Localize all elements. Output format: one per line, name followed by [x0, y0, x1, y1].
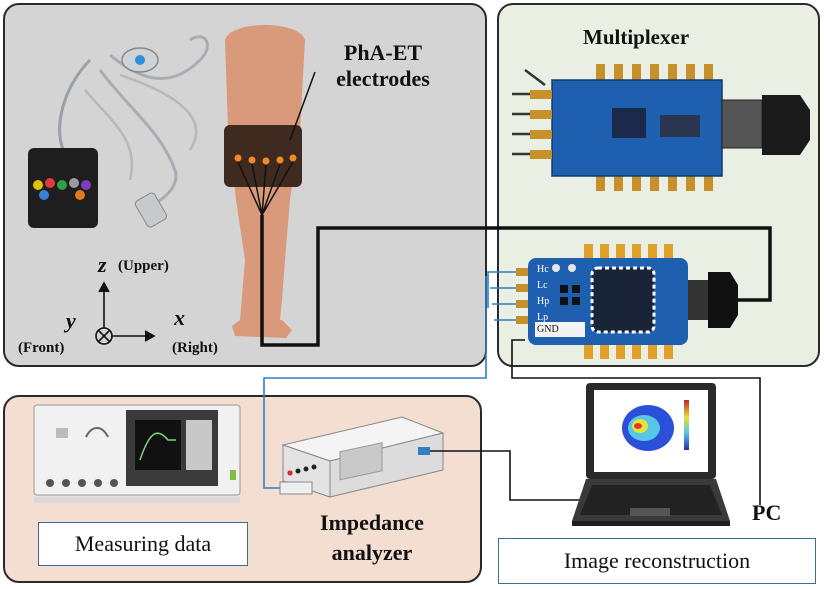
- multiplexer-side-connectors: [530, 90, 552, 159]
- connector-label-lc: Lc: [537, 280, 548, 291]
- connector-label-hp: Hp: [537, 296, 550, 307]
- axis-x-letter: x: [174, 305, 185, 330]
- connector-board: [516, 244, 738, 359]
- multiplexer-board: [512, 64, 810, 191]
- axis-z-letter: z: [98, 252, 107, 277]
- connector-board-top-pins: [584, 244, 673, 260]
- leg-to-multiplexer-cable: [260, 215, 772, 347]
- impedance-analyzer-illustration: [279, 416, 445, 498]
- axis-y-label: (Front): [18, 340, 65, 356]
- connector-label-gnd: GND: [537, 324, 559, 335]
- leg-illustration: [224, 25, 316, 338]
- connector-label-hc: Hc: [537, 264, 549, 275]
- analyzer-to-pc-cable: [430, 450, 580, 501]
- analyzer-title-line1: Impedance: [320, 510, 424, 535]
- gnd-to-pc-cable: [511, 339, 761, 505]
- blue-signal-wires: [263, 271, 516, 489]
- multiplexer-connectors-top: [596, 64, 713, 82]
- phase-electrode-dots: [234, 154, 297, 165]
- pc-label: PC: [752, 500, 782, 525]
- multiplexer-title: Multiplexer: [583, 25, 690, 49]
- connector-board-side-pins: [516, 268, 528, 324]
- laptop-illustration: [572, 383, 730, 526]
- measuring-data-label: Measuring data: [38, 522, 248, 566]
- axis-x-label: (Right): [172, 340, 218, 356]
- electrode-cable-bundle-illustration: [28, 35, 209, 228]
- electrode-clips: [33, 178, 91, 200]
- axis-z-label: (Upper): [118, 258, 169, 274]
- axis-y-letter: y: [66, 308, 76, 333]
- coordinate-axes: [95, 281, 156, 345]
- multiplexer-connectors-bottom: [596, 173, 713, 191]
- analyzer-title-line2: analyzer: [331, 540, 413, 565]
- measuring-device-illustration: [33, 404, 241, 503]
- connector-label-lp: Lp: [537, 312, 549, 323]
- image-reconstruction-label: Image reconstruction: [498, 538, 816, 584]
- electrodes-title: PhA-ET electrodes: [336, 40, 430, 91]
- connector-board-bottom-pins: [584, 343, 673, 359]
